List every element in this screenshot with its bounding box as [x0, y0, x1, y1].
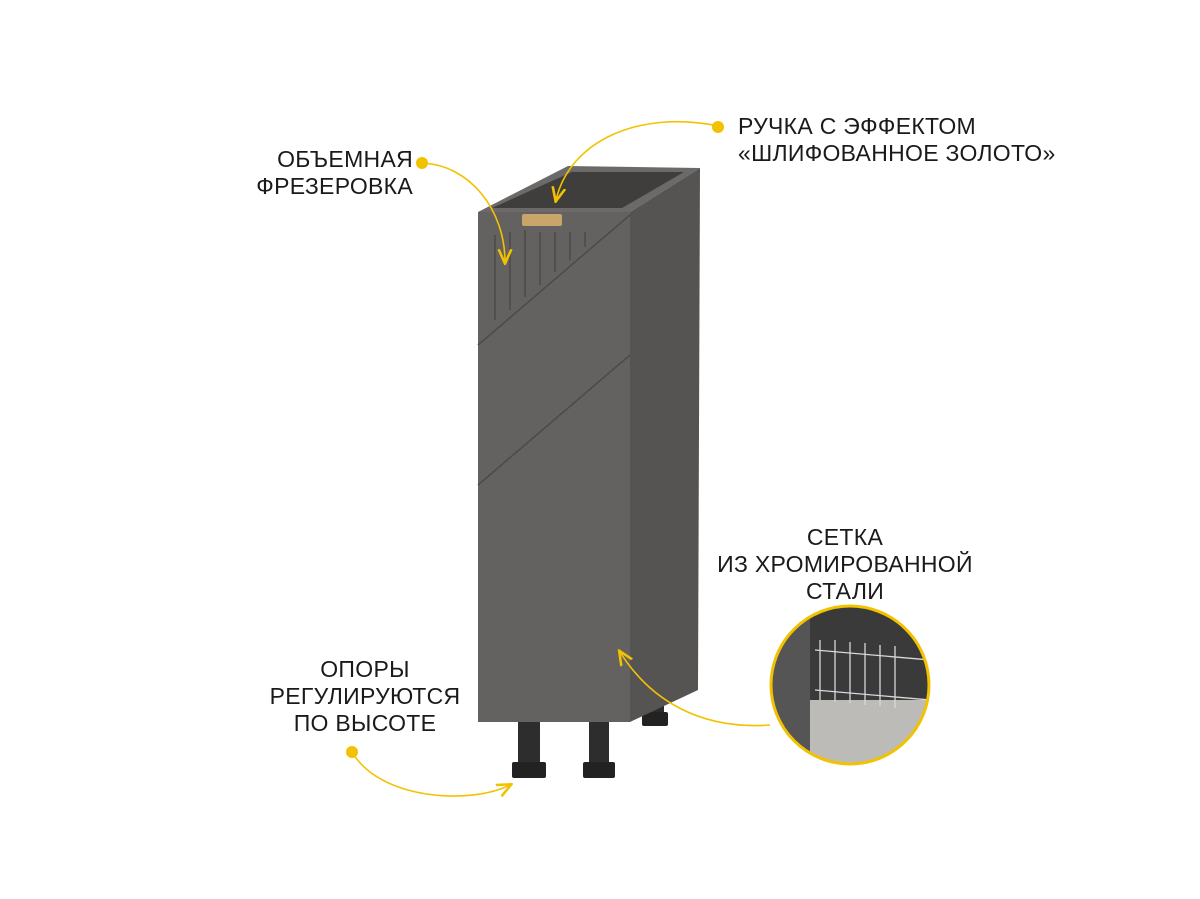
- callout-line: ПО ВЫСОТЕ: [293, 710, 437, 736]
- callout-line: ОПОРЫ: [320, 656, 410, 682]
- chrome-mesh-inset: [772, 607, 928, 763]
- callout-line: СЕТКА: [806, 524, 884, 550]
- callout-handle: РУЧКА С ЭФФЕКТОМ «ШЛИФОВАННОЕ ЗОЛОТО»: [738, 113, 1056, 167]
- callout-line: ОБЪЕМНАЯ: [277, 146, 413, 172]
- callout-line: РЕГУЛИРУЮТСЯ: [269, 683, 461, 709]
- gold-handle: [522, 214, 562, 226]
- callout-line: «ШЛИФОВАННОЕ ЗОЛОТО»: [738, 140, 1056, 166]
- callout-line: ИЗ ХРОМИРОВАННОЙ: [717, 551, 973, 577]
- milled-facade: [477, 214, 631, 486]
- callout-line: РУЧКА С ЭФФЕКТОМ: [738, 113, 977, 139]
- callout-milling: ОБЪЕМНАЯ ФРЕЗЕРОВКА: [256, 146, 413, 200]
- callout-mesh: СЕТКА ИЗ ХРОМИРОВАННОЙ СТАЛИ: [700, 524, 990, 605]
- callout-line: ФРЕЗЕРОВКА: [256, 173, 413, 199]
- callout-dots: [346, 121, 724, 758]
- cabinet: [477, 166, 700, 722]
- callout-arrows: [351, 120, 771, 796]
- callout-legs: ОПОРЫ РЕГУЛИРУЮТСЯ ПО ВЫСОТЕ: [240, 656, 490, 737]
- callout-line: СТАЛИ: [805, 578, 885, 604]
